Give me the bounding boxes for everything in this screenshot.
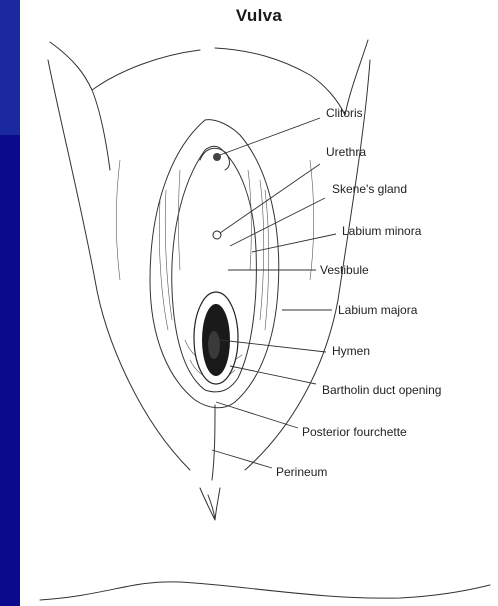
left-outer-leg <box>48 60 190 470</box>
clitoris-leader <box>220 118 320 155</box>
urethra-leader <box>220 164 320 233</box>
label-bartholin: Bartholin duct opening <box>322 383 441 397</box>
fourchette-leader <box>216 402 298 428</box>
right-hip-contour <box>215 48 345 115</box>
right-thigh-contour <box>345 40 368 115</box>
urethral-opening <box>213 231 221 239</box>
label-clitoris: Clitoris <box>326 106 363 120</box>
anatomy-illustration <box>20 0 498 606</box>
bottom-contour <box>40 582 490 600</box>
slide-accent-band <box>0 0 20 135</box>
label-labium-minora: Labium minora <box>342 224 421 238</box>
left-hip-contour <box>92 50 200 90</box>
label-urethra: Urethra <box>326 145 366 159</box>
illustration-panel: Vulva <box>20 0 498 606</box>
perineum-line <box>212 405 215 480</box>
label-posterior-fourchette: Posterior fourchette <box>302 425 407 439</box>
bartholin-leader <box>230 366 316 384</box>
label-hymen: Hymen <box>332 344 370 358</box>
clitoris-glans <box>213 153 221 161</box>
labium-minora-leader <box>252 234 336 252</box>
label-perineum: Perineum <box>276 465 327 479</box>
label-skenes-gland: Skene's gland <box>332 182 407 196</box>
label-vestibule: Vestibule <box>320 263 369 277</box>
left-thigh-contour <box>50 42 110 170</box>
label-labium-majora: Labium majora <box>338 303 417 317</box>
anal-folds <box>200 488 220 520</box>
